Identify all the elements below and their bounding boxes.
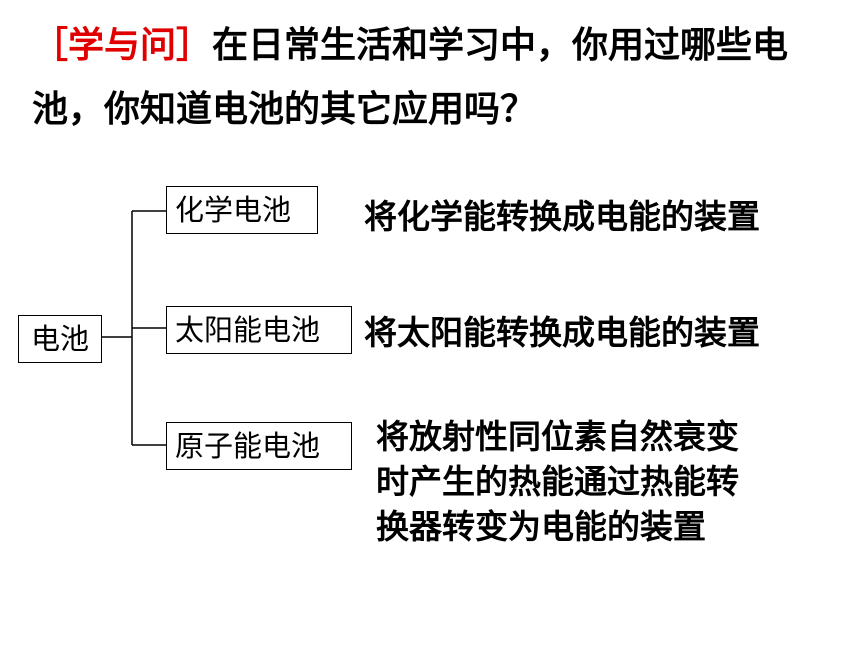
desc-solar: 将太阳能转换成电能的装置 bbox=[364, 313, 760, 352]
branch-node-solar: 太阳能电池 bbox=[166, 306, 352, 354]
desc-atomic: 将放射性同位素自然衰变 时产生的热能通过热能转 换器转变为电能的装置 bbox=[376, 414, 739, 549]
desc-chemical: 将化学能转换成电能的装置 bbox=[364, 197, 760, 236]
question-heading: ［学与问］在日常生活和学习中，你用过哪些电池，你知道电池的其它应用吗？ bbox=[32, 14, 852, 142]
root-node-battery: 电池 bbox=[18, 315, 102, 363]
question-text: 在日常生活和学习中，你用过哪些电池，你知道电池的其它应用吗？ bbox=[32, 25, 789, 130]
desc-atomic-line-1: 将放射性同位素自然衰变 bbox=[376, 417, 739, 456]
section-tag: ［学与问］ bbox=[32, 25, 213, 66]
branch-node-atomic: 原子能电池 bbox=[166, 422, 352, 470]
branch-node-chemical: 化学电池 bbox=[166, 186, 318, 234]
desc-atomic-line-2: 时产生的热能通过热能转 bbox=[376, 462, 739, 501]
desc-atomic-line-3: 换器转变为电能的装置 bbox=[376, 507, 706, 546]
